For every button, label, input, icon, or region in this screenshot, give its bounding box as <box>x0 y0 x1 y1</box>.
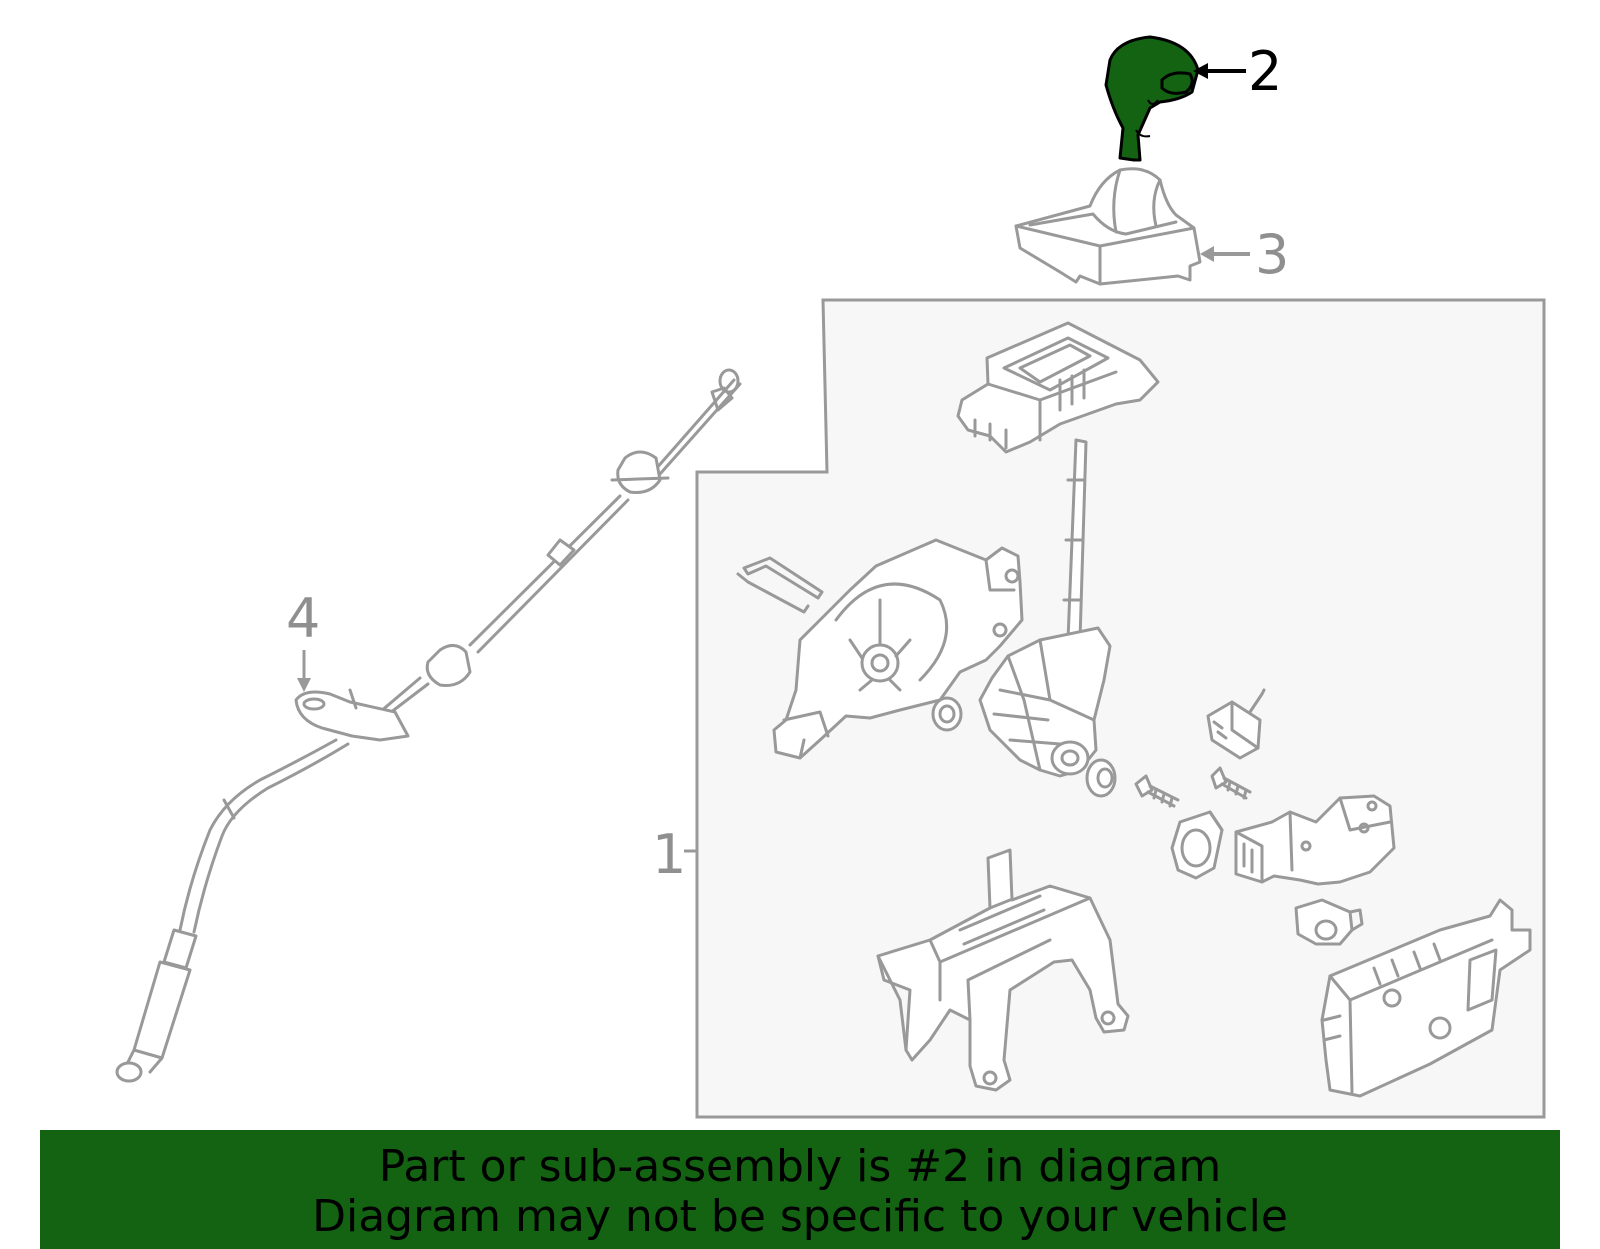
control-module <box>1320 898 1532 1098</box>
info-banner: Part or sub-assembly is #2 in diagram Di… <box>40 1130 1560 1249</box>
screw-right <box>1210 766 1252 800</box>
shift-gate-plate <box>956 321 1160 454</box>
bushing <box>1085 758 1117 798</box>
housing-clip <box>931 696 963 732</box>
callout-4[interactable]: 4 <box>286 587 320 650</box>
banner-line-1: Part or sub-assembly is #2 in diagram <box>378 1141 1222 1192</box>
shift-cable-part-4 <box>115 368 742 1083</box>
side-housing <box>772 538 1024 760</box>
ring-bracket <box>1170 810 1224 880</box>
screw-left <box>1134 774 1180 808</box>
base-bracket <box>876 848 1130 1092</box>
callout-3[interactable]: 3 <box>1255 223 1289 286</box>
leader-lines <box>297 63 1250 853</box>
banner-line-2: Diagram may not be specific to your vehi… <box>312 1191 1288 1242</box>
solenoid <box>1294 898 1364 946</box>
actuator-housing <box>1234 794 1396 886</box>
retaining-staple <box>736 556 824 614</box>
sensor-connector <box>1206 688 1266 760</box>
shift-boot-part-3 <box>1014 167 1202 286</box>
lever-mechanism <box>978 626 1112 778</box>
callout-2[interactable]: 2 <box>1248 40 1282 103</box>
shift-knob-part-2[interactable] <box>1104 35 1200 162</box>
callout-1[interactable]: 1 <box>652 823 686 886</box>
